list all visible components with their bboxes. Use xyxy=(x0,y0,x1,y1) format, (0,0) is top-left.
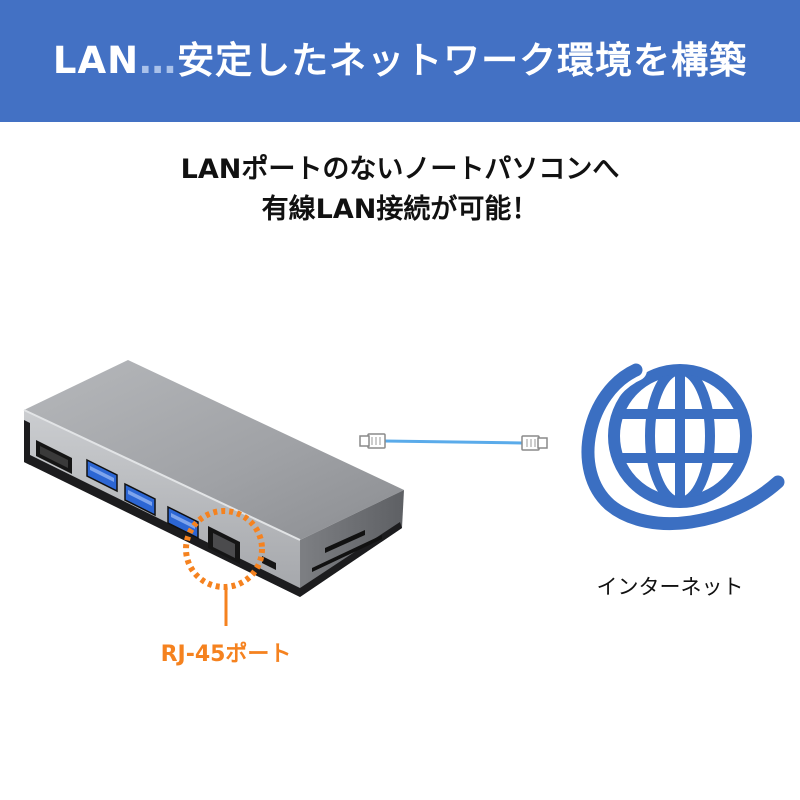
globe-grid xyxy=(618,374,742,498)
header-title-dots: … xyxy=(139,39,178,82)
globe-orbit-ring xyxy=(581,363,785,531)
lan-connector-icon xyxy=(521,435,548,451)
hdmi-port xyxy=(36,440,72,474)
header-banner: LAN…安定したネットワーク環境を構築 xyxy=(0,0,800,122)
usb-a-port-2 xyxy=(124,482,156,517)
hub-top-face xyxy=(24,360,404,540)
rj45-callout-circle xyxy=(183,508,265,590)
sd-card-slot xyxy=(325,530,365,553)
lan-cable-wire xyxy=(383,439,523,445)
usb-a-port-1 xyxy=(86,458,118,493)
usb-c-hub-device xyxy=(23,360,404,597)
rj45-port xyxy=(208,526,240,564)
header-title-rest: 安定したネットワーク環境を構築 xyxy=(177,39,748,82)
hub-right-face xyxy=(300,490,404,597)
hub-left-edge xyxy=(24,420,30,465)
header-title-lead: LAN xyxy=(52,39,140,82)
globe-icon xyxy=(577,359,789,535)
subtitle: LANポートのないノートパソコンへ 有線LAN接続が可能！ xyxy=(0,150,800,230)
hub-edge-highlight xyxy=(23,409,301,541)
internet-label: インターネット xyxy=(596,575,744,599)
usb-c-port xyxy=(262,556,276,570)
subtitle-line-2: 有線LAN接続が可能！ xyxy=(261,194,539,225)
rj45-port-label: RJ-45ポート xyxy=(160,642,292,667)
subtitle-line-1: LANポートのないノートパソコンへ xyxy=(180,154,620,185)
hub-bottom-strip xyxy=(24,452,300,597)
lan-connector-icon xyxy=(359,433,386,449)
microsd-card-slot xyxy=(312,535,382,572)
lan-cable xyxy=(359,433,548,451)
